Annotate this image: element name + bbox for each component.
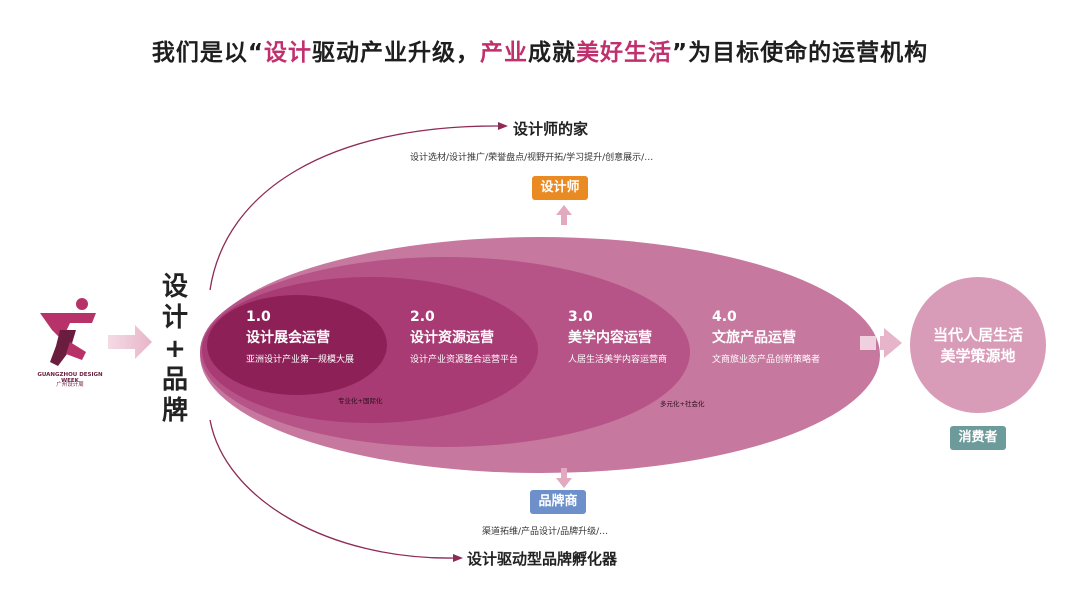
stage-4-desc: 文商旅业态产品创新策略者 — [712, 355, 821, 365]
consumer-tag: 消费者 — [950, 426, 1006, 450]
vertical-label: 设 计 + 品 牌 — [157, 272, 193, 427]
title-part: 驱动产业升级， — [312, 40, 480, 66]
title-highlight: 产业 — [480, 40, 528, 66]
note-diverse: 多元化+社会化 — [660, 400, 705, 408]
output-arrow-icon — [880, 328, 902, 358]
stage-3: 3.0 美学内容运营 人居生活美学内容运营商 — [568, 309, 667, 365]
upper-arc-arrowhead — [498, 122, 508, 130]
stage-1-desc: 亚洲设计产业第一规模大展 — [246, 355, 355, 365]
goal-text: 当代人居生活 美学策源地 — [910, 325, 1046, 367]
vertical-char: + — [164, 334, 186, 364]
page-title: 我们是以“设计驱动产业升级，产业成就美好生活”为目标使命的运营机构 — [0, 33, 1080, 67]
title-part: 成就 — [528, 40, 576, 66]
stage-2-number: 2.0 — [410, 309, 435, 325]
upper-arc — [209, 125, 501, 291]
designer-home-heading: 设计师的家 — [513, 120, 589, 138]
title-part: 我们是以“ — [151, 40, 264, 66]
brand-tag: 品牌商 — [530, 490, 586, 514]
output-arrow-tail — [860, 336, 876, 350]
vertical-char: 牌 — [161, 396, 188, 426]
logo-text: GUANGZHOU DESIGN WEEK — [37, 372, 103, 384]
goal-circle — [910, 277, 1046, 413]
stage-3-desc: 人居生活美学内容运营商 — [568, 355, 668, 365]
up-arrow-icon — [556, 205, 572, 225]
brand-heading: 设计驱动型品牌孵化器 — [467, 550, 618, 568]
title-highlight: 美好生活 — [576, 40, 672, 66]
stage-4-title: 文旅产品运营 — [712, 330, 796, 346]
vertical-char: 计 — [161, 303, 188, 333]
stage-1-number: 1.0 — [246, 309, 271, 325]
stage-4: 4.0 文旅产品运营 文商旅业态产品创新策略者 — [712, 309, 820, 365]
vertical-char: 品 — [161, 365, 188, 395]
logo-mark-icon — [40, 298, 96, 366]
logo-subtext: 广州设计周 — [56, 382, 84, 388]
brand-subtitle: 渠道拓维/产品设计/品牌升级/… — [482, 527, 609, 537]
goal-line-2: 美学策源地 — [940, 347, 1016, 365]
lower-arc-arrowhead — [453, 554, 463, 562]
stage-2-desc: 设计产业资源整合运营平台 — [410, 355, 519, 365]
input-arrow-icon — [108, 325, 152, 359]
vertical-char: 设 — [161, 272, 188, 302]
stage-3-number: 3.0 — [568, 309, 593, 325]
stage-4-number: 4.0 — [712, 309, 737, 325]
down-arrow-icon — [556, 468, 572, 488]
title-highlight: 设计 — [264, 40, 312, 66]
stage-2: 2.0 设计资源运营 设计产业资源整合运营平台 — [410, 309, 518, 365]
stage-2-title: 设计资源运营 — [410, 330, 494, 346]
goal-line-1: 当代人居生活 — [932, 326, 1023, 344]
designer-tag: 设计师 — [532, 176, 588, 200]
designer-home-subtitle: 设计选材/设计推广/荣誉盘点/视野开拓/学习提升/创意展示/… — [410, 153, 654, 163]
note-professional: 专业化+国际化 — [338, 397, 383, 405]
stage-1-title: 设计展会运营 — [246, 330, 330, 346]
lower-arc — [209, 419, 456, 559]
stage-3-title: 美学内容运营 — [568, 330, 652, 346]
ellipse-stage-1 — [207, 295, 387, 395]
title-part: ”为目标使命的运营机构 — [672, 40, 929, 66]
stage-1: 1.0 设计展会运营 亚洲设计产业第一规模大展 — [246, 309, 354, 365]
